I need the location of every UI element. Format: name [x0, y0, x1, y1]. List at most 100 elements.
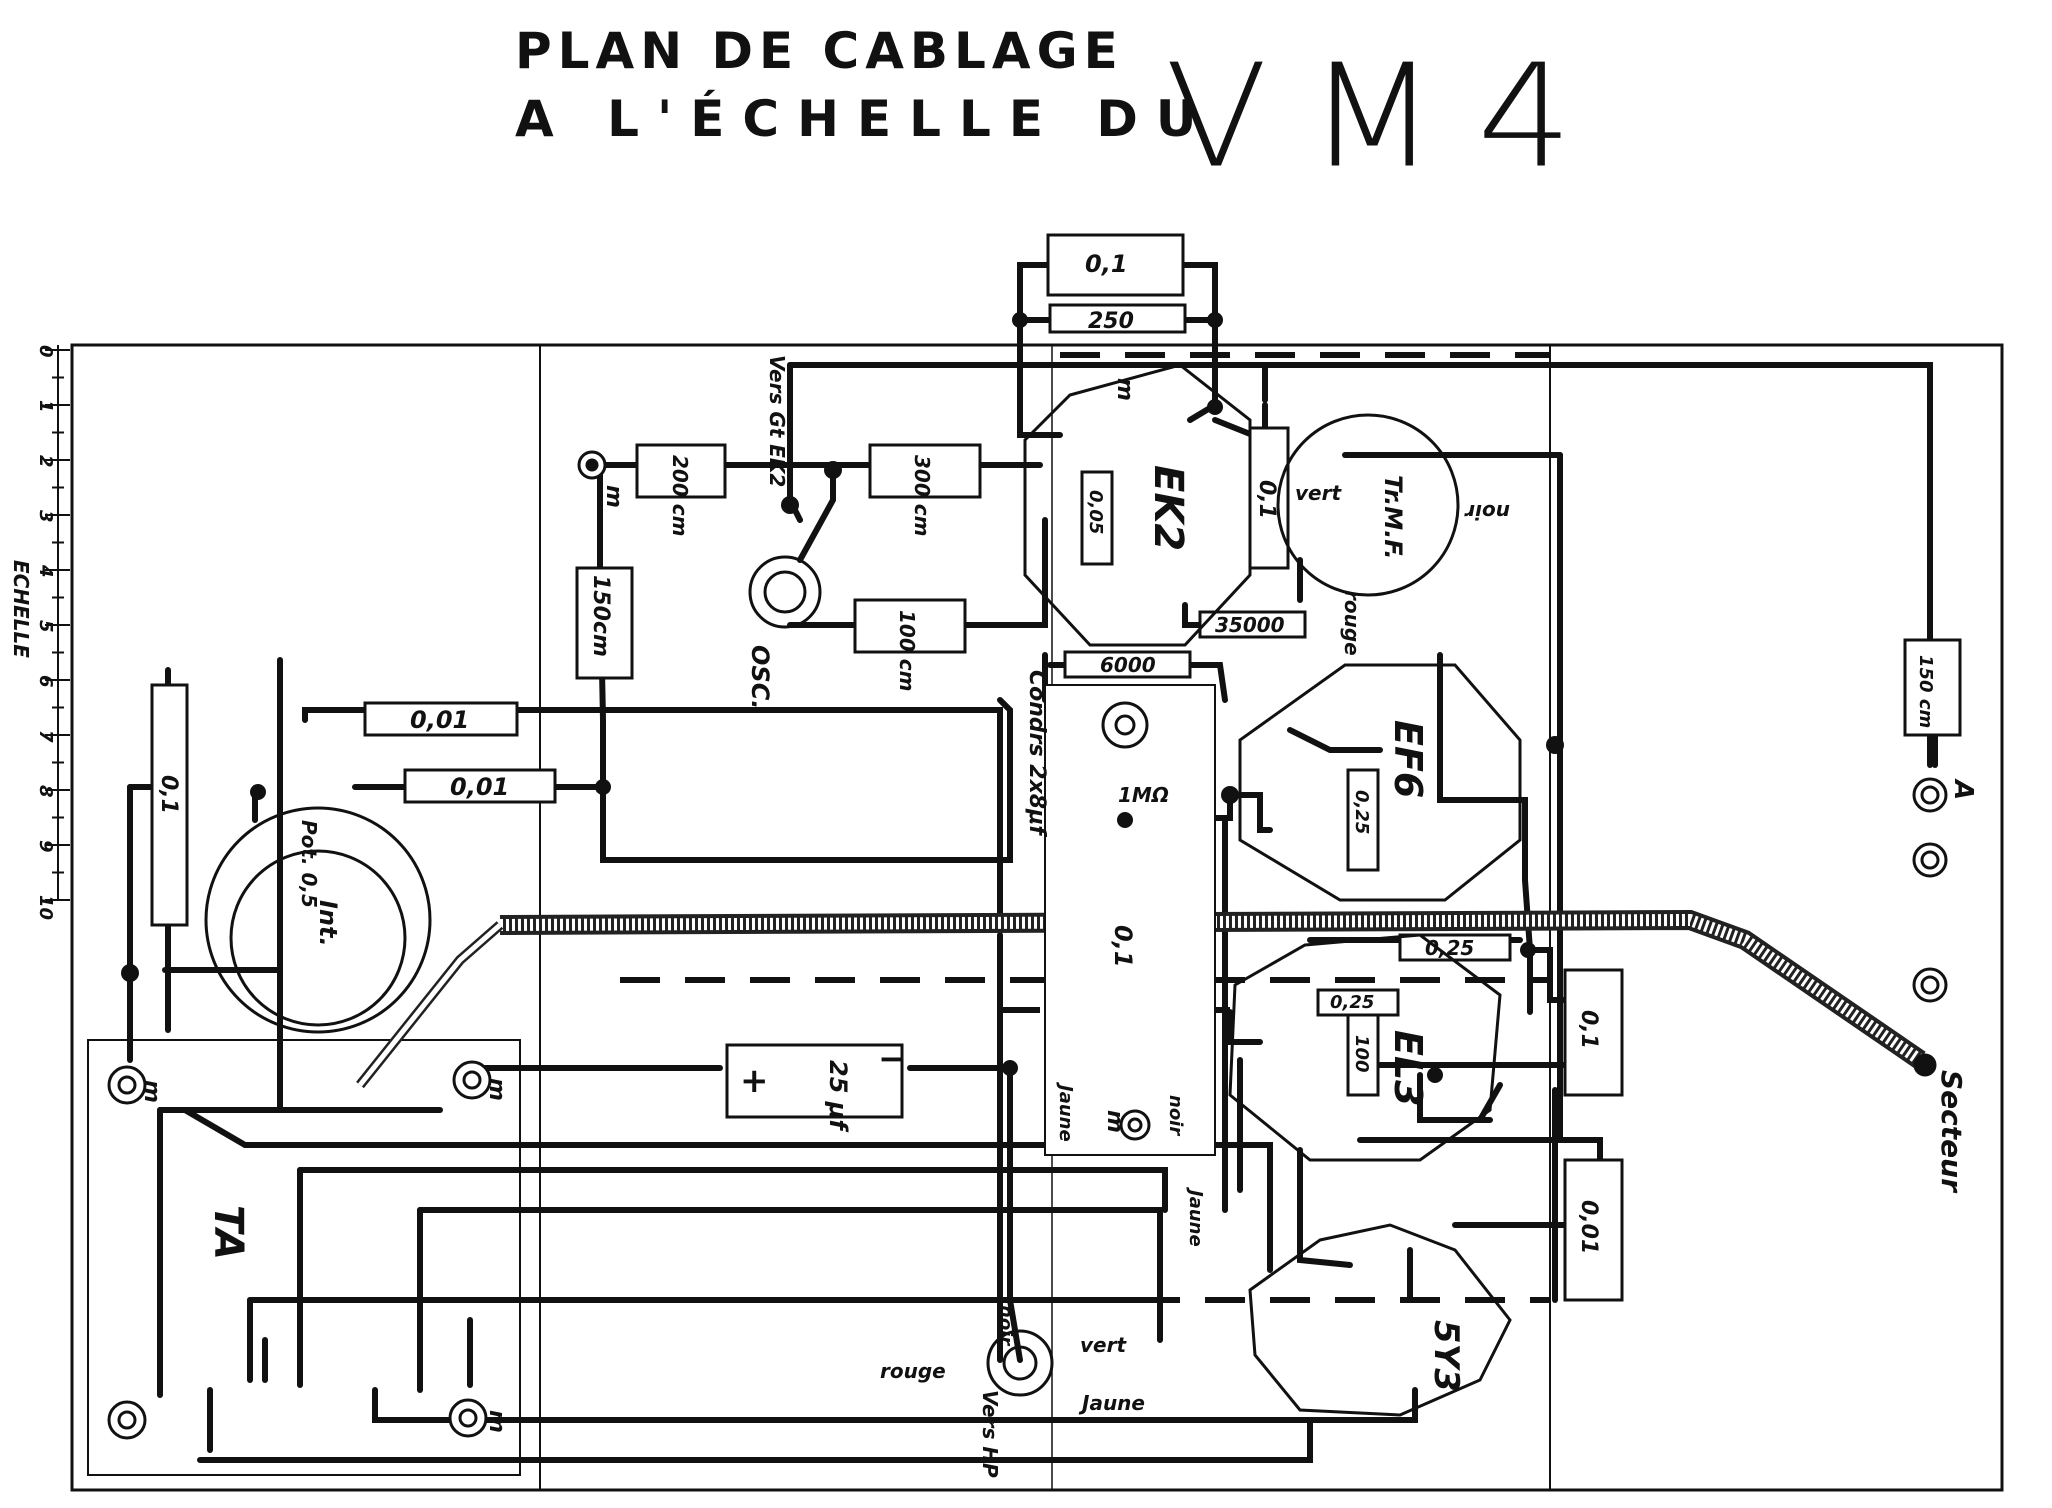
socket-trmf: [1276, 413, 1460, 597]
scale-tick-label: 1: [35, 400, 56, 413]
lbl-001-b: 0,01: [450, 773, 509, 801]
scale-ruler: [45, 345, 70, 901]
lbl-trmf: Tr.M.F.: [1379, 475, 1407, 559]
socket-el3: [1228, 933, 1502, 1162]
cap-001-b: [403, 768, 557, 804]
lbl-noir-hp: noir: [995, 1305, 1016, 1346]
lbl-025-ef6: 0,25: [1351, 790, 1372, 834]
cap-01-right: [1563, 968, 1624, 1097]
cap-150cm-right: [1903, 638, 1962, 737]
lbl-noir: noir: [1464, 500, 1510, 524]
lbl-secteur: Secteur: [1935, 1070, 1968, 1194]
socket-ek2: [1023, 363, 1252, 647]
lbl-025-el3a: 0,25: [1425, 936, 1474, 960]
res-100-el3: [1346, 1013, 1380, 1097]
cap-100cm: [853, 598, 967, 654]
lbl-ek2-01: 0,1: [1254, 480, 1279, 519]
lbl-5y3: 5Y3: [1426, 1320, 1466, 1392]
cap-top-01: [1046, 233, 1185, 297]
lbl-jaune-hp: Jaune: [1078, 1391, 1145, 1415]
pot-inner: [229, 849, 407, 1027]
cap-25uf: [725, 1043, 904, 1119]
cap-150cm: [575, 566, 634, 680]
cap-200cm: [635, 443, 727, 499]
lbl-100-el3: 100: [1351, 1035, 1372, 1073]
lbl-01-center: 0,1: [1109, 925, 1137, 968]
lbl-1m: 1MΩ: [1118, 783, 1169, 807]
cap-01-left: [150, 683, 189, 927]
lbl-025-el3b: 0,25: [1330, 992, 1374, 1013]
lbl-01-right: 0,1: [1576, 1010, 1601, 1049]
lbl-ef6: EF6: [1386, 720, 1430, 798]
scale-tick-label: 6: [35, 675, 56, 688]
scale-tick-label: 9: [35, 840, 56, 853]
lbl-rouge: rouge: [1340, 590, 1364, 656]
lbl-pot: Pot. 0,5: [297, 820, 321, 908]
lbl-rouge-hp: rouge: [880, 1359, 946, 1383]
socket-5y3: [1248, 1223, 1512, 1417]
scale-tick-label: 0: [35, 345, 56, 358]
cap-ek2-01: [1248, 426, 1290, 570]
lbl-35000: 35000: [1215, 613, 1285, 637]
lbl-005: 0,05: [1085, 490, 1106, 534]
res-35000: [1198, 610, 1307, 639]
lbl-150cm-right: 150 cm: [1915, 655, 1936, 728]
scale-tick-label: 4: [35, 564, 56, 578]
cap-300cm: [868, 443, 982, 499]
scale-tick-label: 3: [35, 510, 56, 523]
lbl-150cm: 150cm: [588, 575, 613, 657]
lbl-200cm: 200 cm: [668, 455, 692, 536]
lbl-cond: Condrs 2x8μf: [1024, 670, 1049, 837]
lbl-int: Int.: [314, 900, 342, 947]
lbl-minus: −: [878, 1039, 907, 1079]
lbl-vert-hp: vert: [1080, 1333, 1127, 1357]
cap-001-right: [1563, 1158, 1624, 1302]
scale-label: ECHELLE: [9, 560, 33, 658]
osc-coil: [748, 555, 822, 629]
model-name: VM4: [1165, 34, 1613, 200]
res-005: [1080, 470, 1114, 566]
lbl-vers-hp: Vers HP: [978, 1390, 1002, 1478]
res-250: [1048, 303, 1187, 334]
lbl-m-2: m: [139, 1080, 164, 1103]
lbl-m-6: m: [1102, 1110, 1127, 1133]
hp-socket: [986, 1329, 1054, 1397]
lbl-100cm: 100 cm: [895, 610, 919, 691]
lbl-ek2: EK2: [1145, 465, 1191, 551]
terminals: [107, 450, 1948, 1440]
components: [150, 233, 1962, 1302]
lbl-vert: vert: [1295, 481, 1342, 505]
lbl-01-left: 0,1: [156, 775, 181, 814]
lbl-a: A: [1948, 778, 1978, 800]
lbl-6000: 6000: [1100, 653, 1156, 677]
title-line-2: A L'ÉCHELLE DU: [515, 90, 1215, 148]
scale-tick-label: 10: [35, 895, 56, 920]
lbl-osc: OSC.: [746, 645, 774, 709]
lbl-25uf: 25 μf: [824, 1060, 852, 1132]
lbl-noir-cond: noir: [1165, 1095, 1186, 1136]
scale-tick-label: 5: [35, 620, 56, 633]
tube-sockets: [204, 363, 1522, 1417]
lbl-m-1: m: [601, 485, 626, 508]
wiring: [127, 262, 1938, 1463]
res-6000: [1063, 650, 1192, 679]
scale-tick-label: 8: [35, 785, 56, 798]
lbl-m-4: m: [484, 1410, 509, 1433]
title-line-1: PLAN DE CABLAGE: [515, 22, 1124, 80]
lbl-el3: EL3: [1386, 1030, 1430, 1107]
pot-outer: [204, 806, 432, 1034]
res-025-ef6: [1346, 768, 1380, 872]
lbl-m-5: m: [1112, 378, 1137, 401]
socket-ef6: [1238, 663, 1522, 902]
lbl-001-right: 0,01: [1576, 1200, 1601, 1254]
lbl-ta: TA: [205, 1205, 251, 1260]
lbl-top-01: 0,1: [1085, 250, 1128, 278]
cond-block: [1044, 684, 1216, 1156]
scale-tick-label: 7: [35, 730, 56, 743]
lbl-001-a: 0,01: [410, 706, 469, 734]
cap-001-a: [363, 701, 519, 737]
lbl-plus: +: [740, 1061, 769, 1101]
scale-tick-label: 2: [35, 455, 56, 468]
lbl-jaune-cond: Jaune: [1055, 1082, 1076, 1142]
